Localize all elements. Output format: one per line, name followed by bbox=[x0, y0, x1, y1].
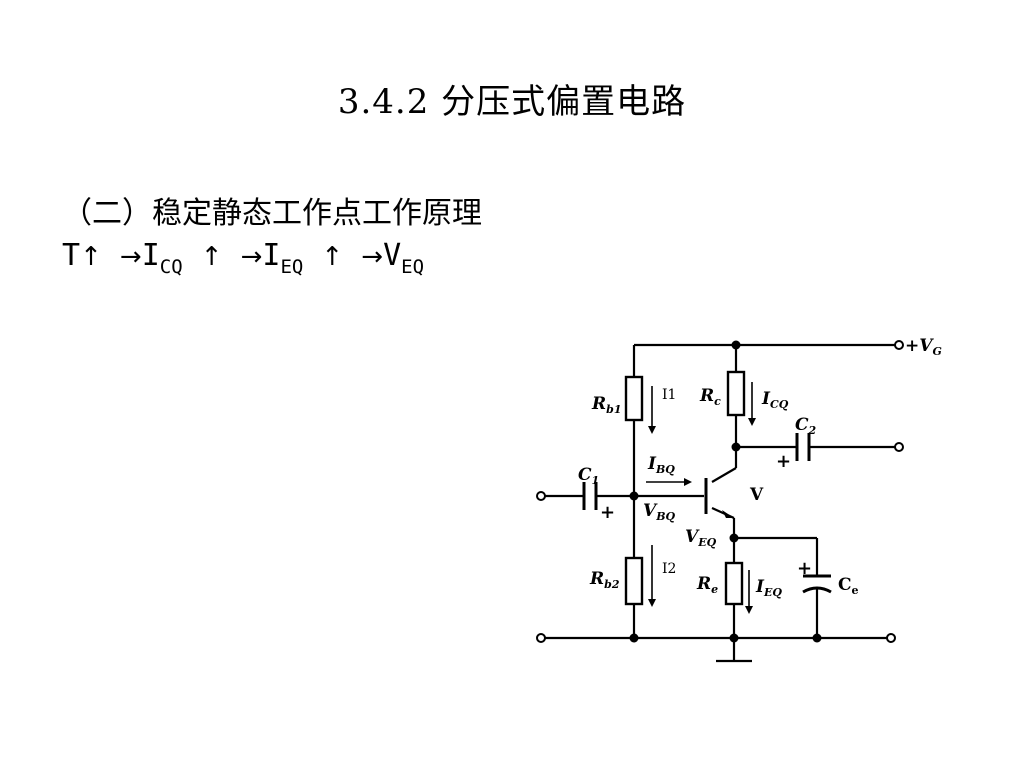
terminal-ground-right bbox=[886, 633, 896, 643]
rb1-label: Rb1 bbox=[591, 394, 622, 416]
icq-label: ICQ bbox=[761, 389, 789, 411]
ce-label: Ce bbox=[838, 575, 859, 597]
capacitor-c2 bbox=[795, 433, 811, 461]
up-arrow-icon: ↑ bbox=[200, 242, 223, 272]
chain-i: I bbox=[262, 238, 281, 273]
right-arrow-icon: → bbox=[361, 242, 384, 272]
circuit-wires bbox=[545, 343, 895, 663]
right-arrow-icon: → bbox=[240, 242, 263, 272]
vbq-label: VBQ bbox=[643, 501, 676, 523]
stabilization-chain: T↑ →ICQ ↑ →IEQ ↑ →VEQ bbox=[62, 238, 424, 278]
up-arrow-icon: ↑ bbox=[321, 242, 344, 272]
ieq-label: IEQ bbox=[755, 577, 782, 599]
chain-v: V bbox=[383, 238, 402, 273]
rb2-label: Rb2 bbox=[589, 569, 620, 591]
resistor-rb2 bbox=[624, 556, 644, 606]
up-arrow-icon: ↑ bbox=[80, 242, 102, 272]
capacitor-c1 bbox=[582, 482, 598, 510]
resistor-rc bbox=[726, 370, 746, 417]
terminals bbox=[536, 340, 904, 643]
page-title: 3.4.2 分压式偏置电路 bbox=[337, 82, 687, 122]
veq-label: VEQ bbox=[685, 527, 717, 549]
rc-label: Rc bbox=[699, 386, 721, 408]
capacitor-ce bbox=[802, 574, 832, 594]
c2-plus-label: + bbox=[776, 451, 791, 472]
re-label: Re bbox=[696, 574, 718, 596]
resistor-rb1 bbox=[624, 375, 644, 422]
terminal-output bbox=[894, 442, 904, 452]
i2-label: I2 bbox=[662, 561, 676, 577]
c2-label: C2 bbox=[795, 415, 817, 437]
chain-i: I bbox=[141, 238, 160, 273]
terminal-ground-left bbox=[536, 633, 546, 643]
terminal-vcc bbox=[894, 340, 904, 350]
junction-dots bbox=[629, 340, 822, 643]
ce-plus-label: + bbox=[797, 558, 812, 579]
resistor-re bbox=[724, 561, 744, 606]
vcc-label: +VG bbox=[905, 336, 942, 358]
emitter-arrow-icon bbox=[722, 510, 734, 518]
chain-temperature: T bbox=[62, 238, 81, 273]
chain-eq-sub: EQ bbox=[280, 256, 304, 278]
chain-cq-sub: CQ bbox=[159, 256, 183, 278]
c1-plus-label: + bbox=[600, 502, 615, 523]
ibq-label: IBQ bbox=[647, 454, 675, 476]
transistor-label: V bbox=[749, 485, 764, 505]
chain-eq-sub: EQ bbox=[401, 256, 425, 278]
right-arrow-icon: → bbox=[119, 242, 142, 272]
terminal-input bbox=[536, 491, 546, 501]
section-subtitle: （二）稳定静态工作点工作原理 bbox=[62, 196, 482, 231]
i1-label: I1 bbox=[662, 387, 676, 403]
c1-label: C1 bbox=[578, 465, 599, 487]
